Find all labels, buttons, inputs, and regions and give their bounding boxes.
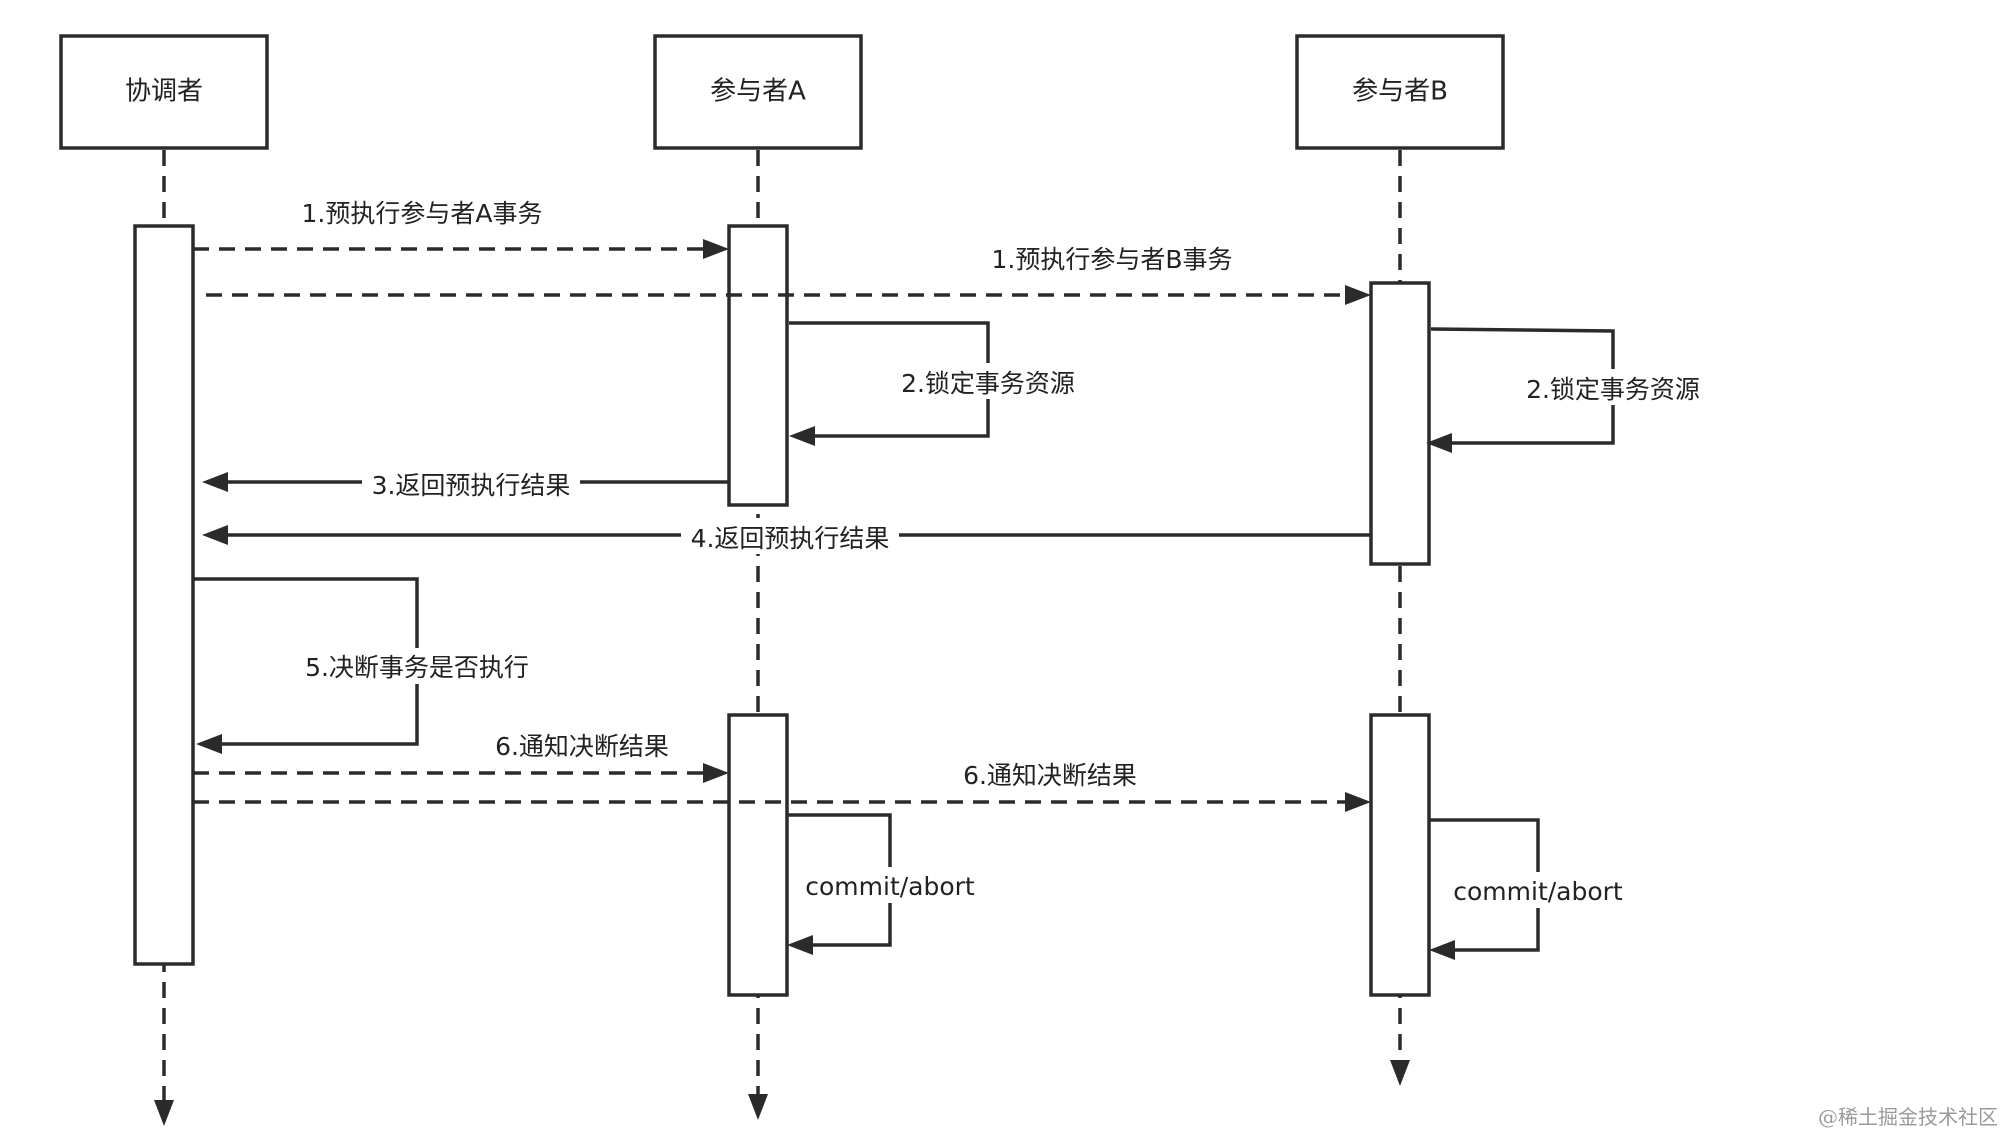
label-background bbox=[890, 363, 1086, 399]
arrowhead-left bbox=[196, 734, 222, 754]
message-label: commit/abort bbox=[1453, 877, 1623, 906]
message-label: 5.决断事务是否执行 bbox=[305, 653, 529, 682]
participant-label: 参与者B bbox=[1352, 77, 1448, 107]
message-6b: 6.通知决断结果 bbox=[193, 761, 1371, 812]
activation-coordinator bbox=[133, 224, 195, 966]
arrowhead-left bbox=[787, 935, 813, 955]
message-2a: 2.锁定事务资源 bbox=[789, 321, 1086, 446]
arrowhead-left bbox=[1426, 433, 1452, 453]
label-background bbox=[362, 465, 580, 501]
label-background bbox=[296, 648, 538, 684]
arrowhead-right bbox=[703, 763, 729, 783]
message-3: 3.返回预执行结果 bbox=[202, 465, 729, 501]
arrowhead-right bbox=[1345, 285, 1371, 305]
message-5: 5.决断事务是否执行 bbox=[193, 577, 538, 754]
message-label: commit/abort bbox=[805, 872, 975, 901]
activation-participant-b-1 bbox=[1369, 281, 1431, 566]
label-background bbox=[681, 518, 899, 554]
message-6a: 6.通知决断结果 bbox=[193, 732, 729, 783]
arrowhead-right bbox=[1345, 792, 1371, 812]
arrowhead-left bbox=[202, 525, 228, 545]
watermark-text: @稀土掘金技术社区 bbox=[1818, 1105, 1998, 1129]
message-label: 3.返回预执行结果 bbox=[372, 471, 571, 500]
participant-b: 参与者B bbox=[1295, 34, 1505, 150]
arrowhead-left bbox=[202, 472, 228, 492]
participant-a: 参与者A bbox=[653, 34, 863, 150]
message-label: 6.通知决断结果 bbox=[963, 761, 1137, 790]
label-background bbox=[1515, 369, 1711, 405]
label-background bbox=[800, 867, 980, 903]
message-7a: commit/abort bbox=[787, 813, 980, 955]
arrowhead-right bbox=[703, 239, 729, 259]
participant-box bbox=[653, 34, 863, 150]
message-4: 4.返回预执行结果 bbox=[202, 518, 1371, 554]
participant-label: 参与者A bbox=[710, 77, 806, 107]
activation-participant-a-1 bbox=[727, 224, 789, 507]
participant-box bbox=[1295, 34, 1505, 150]
label-background bbox=[1448, 872, 1628, 908]
message-7b: commit/abort bbox=[1429, 818, 1628, 960]
message-1a: 1.预执行参与者A事务 bbox=[193, 199, 729, 259]
message-1b: 1.预执行参与者B事务 bbox=[206, 245, 1371, 305]
message-label: 4.返回预执行结果 bbox=[691, 524, 890, 553]
activation-participant-b-2 bbox=[1369, 713, 1431, 997]
participant-coordinator: 协调者 bbox=[59, 34, 269, 150]
message-2b: 2.锁定事务资源 bbox=[1426, 327, 1711, 453]
participant-label: 协调者 bbox=[125, 77, 203, 107]
message-label: 1.预执行参与者A事务 bbox=[302, 199, 543, 228]
participant-box bbox=[59, 34, 269, 150]
lifeline-end-arrow-coordinator bbox=[154, 1100, 174, 1126]
arrowhead-left bbox=[789, 426, 815, 446]
arrowhead-left bbox=[1429, 940, 1455, 960]
message-label: 2.锁定事务资源 bbox=[901, 369, 1075, 398]
activation-participant-a-2 bbox=[727, 713, 789, 997]
message-label: 6.通知决断结果 bbox=[495, 732, 669, 761]
message-label: 1.预执行参与者B事务 bbox=[991, 245, 1232, 274]
lifeline-end-arrow-participant-a bbox=[748, 1094, 768, 1120]
lifeline-end-arrow-participant-b bbox=[1390, 1060, 1410, 1086]
message-label: 2.锁定事务资源 bbox=[1526, 375, 1700, 404]
